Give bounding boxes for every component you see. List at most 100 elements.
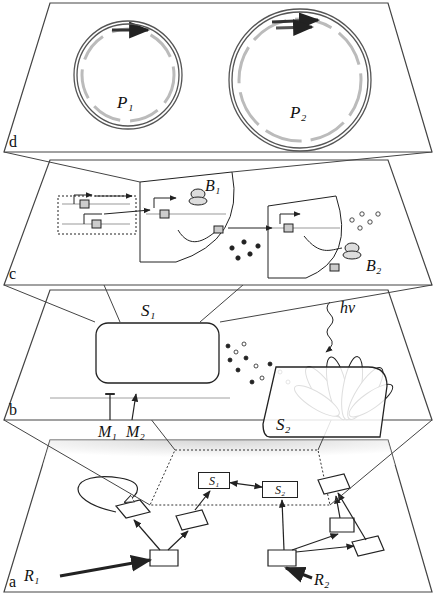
node-label: P₁	[117, 94, 133, 111]
signal-molecules	[242, 240, 246, 244]
signal-molecules	[368, 220, 372, 224]
signal-molecules	[228, 358, 232, 362]
node-label: S₁	[141, 302, 155, 319]
plasmid-ring	[74, 21, 182, 129]
plasmid-genes	[276, 27, 312, 28]
network	[318, 474, 350, 494]
node-outline	[228, 8, 372, 152]
signal-molecules	[358, 226, 362, 230]
network	[116, 500, 150, 518]
node-label: S₂	[276, 416, 290, 433]
genetic-circuit	[80, 200, 89, 208]
node-outline	[95, 322, 220, 384]
plasmid-ring	[77, 24, 179, 126]
network	[150, 550, 178, 566]
signal-molecules	[254, 364, 258, 368]
signal-molecules	[234, 350, 238, 354]
plane-a	[4, 440, 432, 592]
connector-arrow	[230, 483, 262, 487]
part-label: a	[9, 574, 16, 590]
plane-c	[4, 160, 432, 285]
light	[326, 302, 333, 352]
signal-molecules	[236, 368, 240, 372]
network	[60, 560, 150, 576]
light	[326, 302, 333, 352]
network	[330, 518, 354, 532]
modulators	[109, 394, 110, 420]
modulators	[132, 394, 136, 420]
genetic-circuit	[280, 214, 300, 224]
signal-molecules	[360, 212, 364, 216]
signal-molecules	[226, 344, 230, 348]
network	[338, 493, 366, 540]
plane-c	[4, 160, 432, 285]
genetic-circuit	[84, 214, 102, 224]
plane-d	[4, 3, 432, 152]
genetic-circuit	[214, 226, 223, 233]
genetic-circuit	[58, 172, 361, 278]
plane-a	[4, 440, 432, 592]
network	[60, 474, 384, 578]
part-label: hν	[340, 300, 355, 316]
part-label: M₁	[98, 424, 117, 440]
genetic-circuit	[154, 198, 176, 208]
signal-molecules	[248, 252, 252, 256]
node-outline	[73, 20, 183, 130]
genetic-circuit	[178, 230, 215, 242]
part-label: B₁	[205, 178, 220, 194]
network	[282, 500, 284, 550]
network-box: S₁	[198, 472, 230, 489]
network	[286, 568, 312, 578]
funnel-lines	[4, 290, 432, 505]
network	[268, 550, 296, 566]
genetic-circuit	[140, 172, 234, 262]
part-label: R₁	[24, 568, 39, 584]
part-label: d	[9, 134, 17, 150]
network	[292, 534, 338, 550]
funnel-lines	[232, 152, 432, 172]
network-box: S₂	[262, 481, 298, 498]
funnel-lines	[220, 285, 432, 322]
part-label: R₂	[314, 572, 329, 588]
signal-molecules	[230, 212, 380, 260]
signal-molecules	[256, 244, 260, 248]
cell-outline: S₂	[262, 366, 388, 438]
genetic-circuit	[74, 195, 92, 204]
signal-molecules	[350, 218, 354, 222]
genetic-circuit	[330, 264, 339, 271]
network	[296, 546, 354, 552]
funnel-lines	[4, 420, 150, 505]
node-label: S₁	[209, 475, 219, 487]
signal-molecules	[260, 376, 264, 380]
part-label: b	[9, 402, 17, 418]
plane-a	[150, 450, 330, 505]
funnel-lines	[4, 152, 140, 182]
network	[195, 491, 210, 510]
genetic-circuit	[189, 197, 207, 205]
genetic-circuit	[272, 228, 340, 229]
network	[134, 520, 160, 550]
modulators	[110, 394, 136, 420]
plasmid-ring	[74, 21, 182, 129]
plasmid-genes	[112, 29, 148, 32]
genetic-circuit	[146, 214, 226, 215]
signal-molecules	[250, 380, 254, 384]
signal-molecules	[244, 356, 248, 360]
genetic-circuit	[304, 236, 342, 250]
signal-molecules	[376, 212, 380, 216]
genetic-circuit	[284, 224, 293, 232]
plasmid-genes	[239, 19, 361, 141]
plane-b	[50, 398, 230, 399]
plasmid-ring	[232, 12, 368, 148]
plasmid-ring	[229, 9, 371, 151]
genetic-circuit	[92, 220, 101, 228]
signal-molecules	[236, 256, 240, 260]
network	[78, 477, 137, 512]
plasmid-circle: P₂	[228, 8, 372, 152]
genetic-circuit	[268, 196, 342, 278]
plane-d	[4, 3, 432, 152]
node-label: S₂	[275, 484, 285, 496]
